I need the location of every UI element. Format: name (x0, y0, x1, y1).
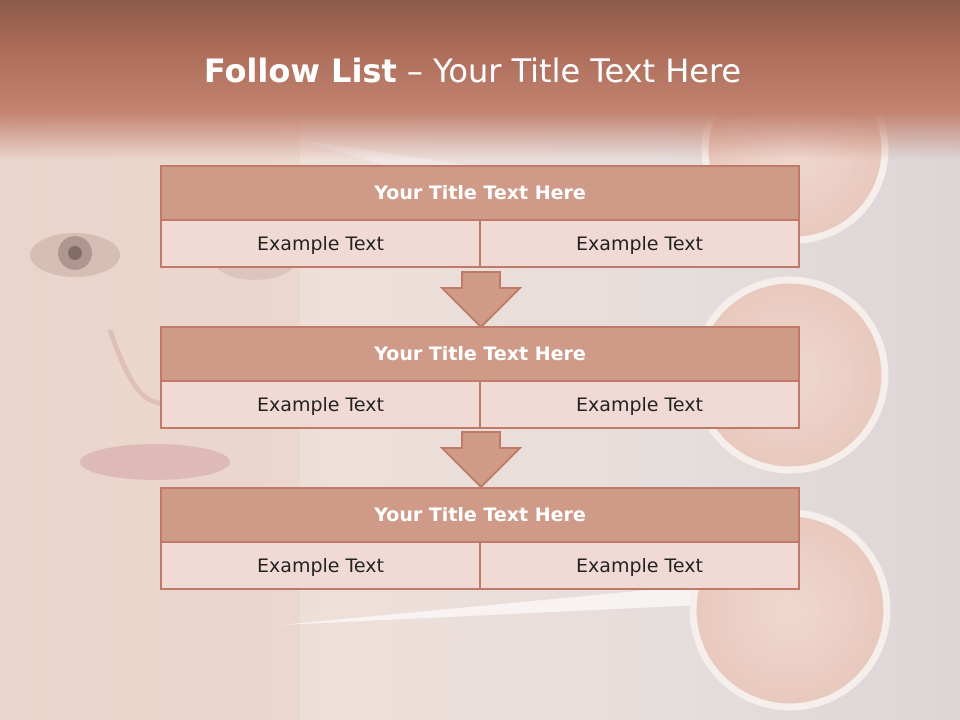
list-block-2: Your Title Text Here Example Text Exampl… (160, 326, 800, 429)
list-block-3: Your Title Text Here Example Text Exampl… (160, 487, 800, 590)
block-title: Your Title Text Here (160, 326, 800, 382)
block-title: Your Title Text Here (160, 487, 800, 543)
block-right-text: Example Text (479, 219, 800, 268)
slide-title: Follow List – Your Title Text Here (0, 52, 945, 90)
title-rest: – Your Title Text Here (396, 52, 742, 90)
header-band (0, 0, 960, 160)
block-right-text: Example Text (479, 380, 800, 429)
list-block-1: Your Title Text Here Example Text Exampl… (160, 165, 800, 268)
block-left-text: Example Text (160, 380, 481, 429)
lips (80, 444, 230, 480)
block-right-text: Example Text (479, 541, 800, 590)
down-arrow-icon (440, 431, 522, 489)
block-left-text: Example Text (160, 219, 481, 268)
block-title: Your Title Text Here (160, 165, 800, 221)
down-arrow-icon (440, 271, 522, 329)
block-left-text: Example Text (160, 541, 481, 590)
title-bold: Follow List (203, 52, 397, 90)
